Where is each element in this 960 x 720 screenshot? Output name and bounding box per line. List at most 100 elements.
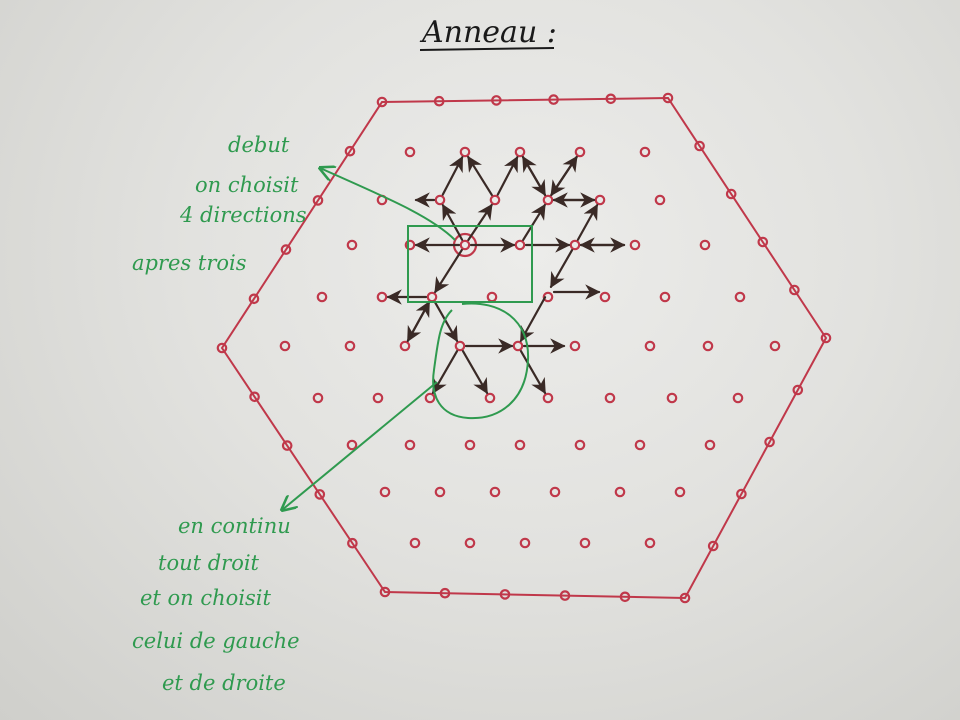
annotation-line: on choisit [195, 173, 299, 197]
direction-arrow [467, 155, 493, 197]
lattice-dot [519, 537, 531, 549]
lattice-dot [454, 340, 466, 352]
lattice-dot [512, 340, 524, 352]
lattice-dot [614, 486, 626, 498]
lattice-dot [459, 146, 471, 158]
lattice-dot [574, 439, 586, 451]
lattice-dot [464, 537, 476, 549]
direction-arrow [576, 203, 599, 241]
lattice-dot [699, 239, 711, 251]
lattice-dot [372, 392, 384, 404]
lattice-dot [464, 439, 476, 451]
lattice-dot [404, 439, 416, 451]
diagram-title: Anneau : [419, 15, 557, 50]
lattice-dot [484, 392, 496, 404]
direction-arrow [550, 155, 578, 197]
hexagon-outline [220, 96, 828, 600]
direction-arrow [549, 249, 574, 289]
direction-arrow [441, 155, 464, 196]
annotation-line: en continu [178, 514, 291, 538]
annotation-line: 4 directions [179, 203, 307, 227]
lattice-dot [434, 486, 446, 498]
lattice-dot [644, 340, 656, 352]
lattice-dot [674, 486, 686, 498]
direction-arrow [431, 350, 459, 395]
lattice-dot [280, 244, 292, 255]
lattice-dot [549, 486, 561, 498]
lattice-dot [279, 340, 291, 352]
lattice-dot [344, 145, 356, 157]
direction-arrow [496, 155, 519, 196]
lattice-dot [559, 590, 571, 601]
lattice-dot [399, 340, 411, 352]
direction-arrow [521, 156, 547, 197]
lattice-dot [376, 96, 388, 108]
lattice-dot [491, 95, 502, 106]
lattice-dot [725, 188, 737, 200]
lattice-dot [569, 239, 581, 251]
lattice-dot [542, 194, 554, 206]
top-left-annotation: debut on choisit 4 directions apres troi… [132, 133, 307, 275]
lattice-dot [312, 195, 324, 206]
direction-arrows [386, 155, 626, 395]
lattice-dot [659, 291, 671, 303]
annotation-line: et de droite [162, 671, 286, 695]
lattice-dot [434, 194, 446, 206]
annotation-line: debut [228, 133, 290, 157]
lattice-dot [489, 486, 501, 498]
lattice-dot [757, 236, 769, 248]
lattice-dot [248, 293, 260, 305]
lattice-dot [789, 284, 800, 296]
direction-arrow [441, 203, 464, 241]
direction-arrow [522, 203, 546, 242]
lattice-dot [426, 291, 438, 303]
bottom-left-annotation: en continu tout droit et on choisit celu… [132, 514, 300, 695]
lattice-dot [629, 239, 641, 251]
lattice-dot [542, 291, 554, 303]
title-underline [419, 47, 555, 51]
lattice-dot [433, 95, 445, 107]
lattice-dot [344, 340, 356, 352]
lattice-dot [216, 342, 228, 354]
lattice-dot [404, 146, 416, 158]
lattice-dot [702, 340, 714, 352]
lattice-dot [409, 537, 421, 549]
start-region-square [407, 225, 533, 303]
lattice-dot [639, 146, 651, 158]
lattice-dot [316, 291, 328, 303]
lattice-dot [732, 392, 744, 404]
lattice-dot [599, 291, 611, 303]
lattice-dot [404, 239, 416, 251]
direction-arrow [467, 203, 493, 242]
lattice-dot [548, 94, 559, 105]
lattice-dot [569, 340, 581, 352]
lattice-dot [707, 540, 719, 552]
lattice-dot [666, 392, 678, 404]
direction-arrow [434, 248, 463, 294]
lattice-dot [376, 291, 388, 303]
direction-arrow [406, 300, 431, 342]
lattice-dot [579, 537, 591, 549]
lattice-dot [542, 392, 554, 404]
direction-arrow [461, 350, 489, 395]
lattice-dot [764, 436, 775, 448]
lattice-dot [459, 239, 471, 251]
lattice-dot [379, 586, 391, 598]
lattice-dot [514, 439, 526, 451]
lattice-dots [216, 92, 832, 604]
lattice-dot [694, 140, 705, 152]
lattice-dot [424, 392, 436, 404]
bottom-callout-arrow [282, 381, 438, 510]
lattice-dot [514, 146, 526, 158]
lattice-dot [379, 486, 391, 498]
lattice-dot [820, 332, 832, 344]
lattice-dot [439, 587, 451, 599]
top-callout-arrow [320, 168, 456, 241]
lattice-dot [654, 194, 666, 206]
lattice-dot [499, 589, 511, 600]
continuation-region-ring [432, 302, 530, 420]
annotation-line: tout droit [158, 551, 260, 575]
lattice-dot [679, 592, 691, 604]
